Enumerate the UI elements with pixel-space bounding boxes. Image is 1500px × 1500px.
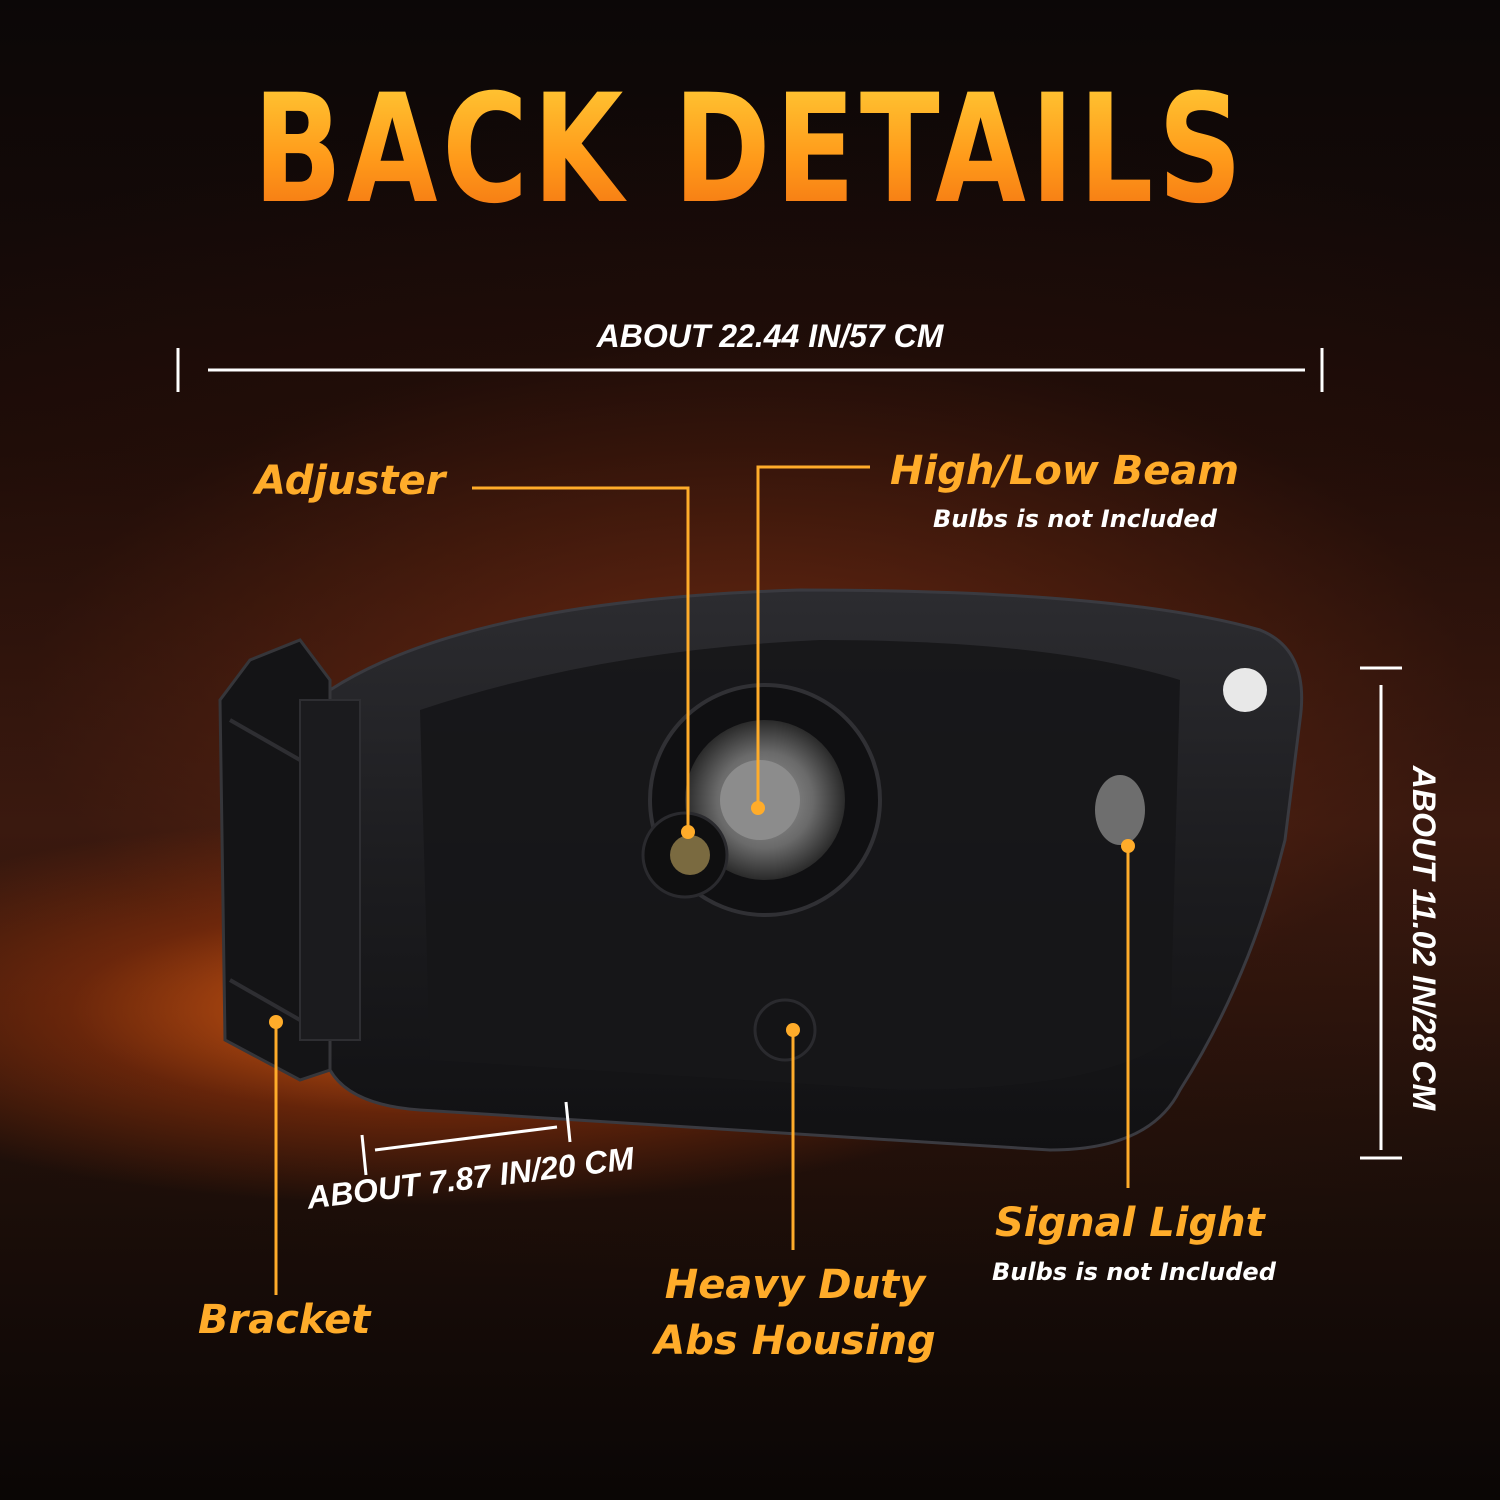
housing-label-line2: Abs Housing [654,1318,936,1364]
high-low-beam-label: High/Low Beam [890,448,1240,494]
adjuster-label: Adjuster [255,458,446,504]
height-dimension-line [1360,666,1402,1160]
beam-marker [751,801,765,815]
depth-dimension-line [360,1101,572,1176]
page-title: BACK DETAILS [165,60,1335,240]
height-dimension-label: ABOUT 11.02 IN/28 CM [1406,765,1442,1111]
adjuster-knob [641,811,729,899]
signal-light-socket [1095,775,1145,845]
signal-marker [1121,839,1135,853]
housing-marker [786,1023,800,1037]
housing-cap [753,998,817,1062]
housing-label-line1: Heavy Duty [664,1262,926,1308]
beam-leader [756,465,870,808]
bracket-label: Bracket [198,1297,371,1343]
signal-light-note: Bulbs is not Included [992,1258,1276,1286]
bracket-marker [269,1015,283,1029]
width-dimension-line [176,348,1324,392]
width-dimension-label: ABOUT 22.44 IN/57 CM [596,318,944,354]
mounting-bracket [218,638,361,1082]
high-low-beam-note: Bulbs is not Included [933,505,1217,533]
adjuster-marker [681,825,695,839]
white-clip [1223,668,1267,712]
signal-light-label: Signal Light [995,1200,1265,1246]
adjuster-leader [472,486,690,830]
